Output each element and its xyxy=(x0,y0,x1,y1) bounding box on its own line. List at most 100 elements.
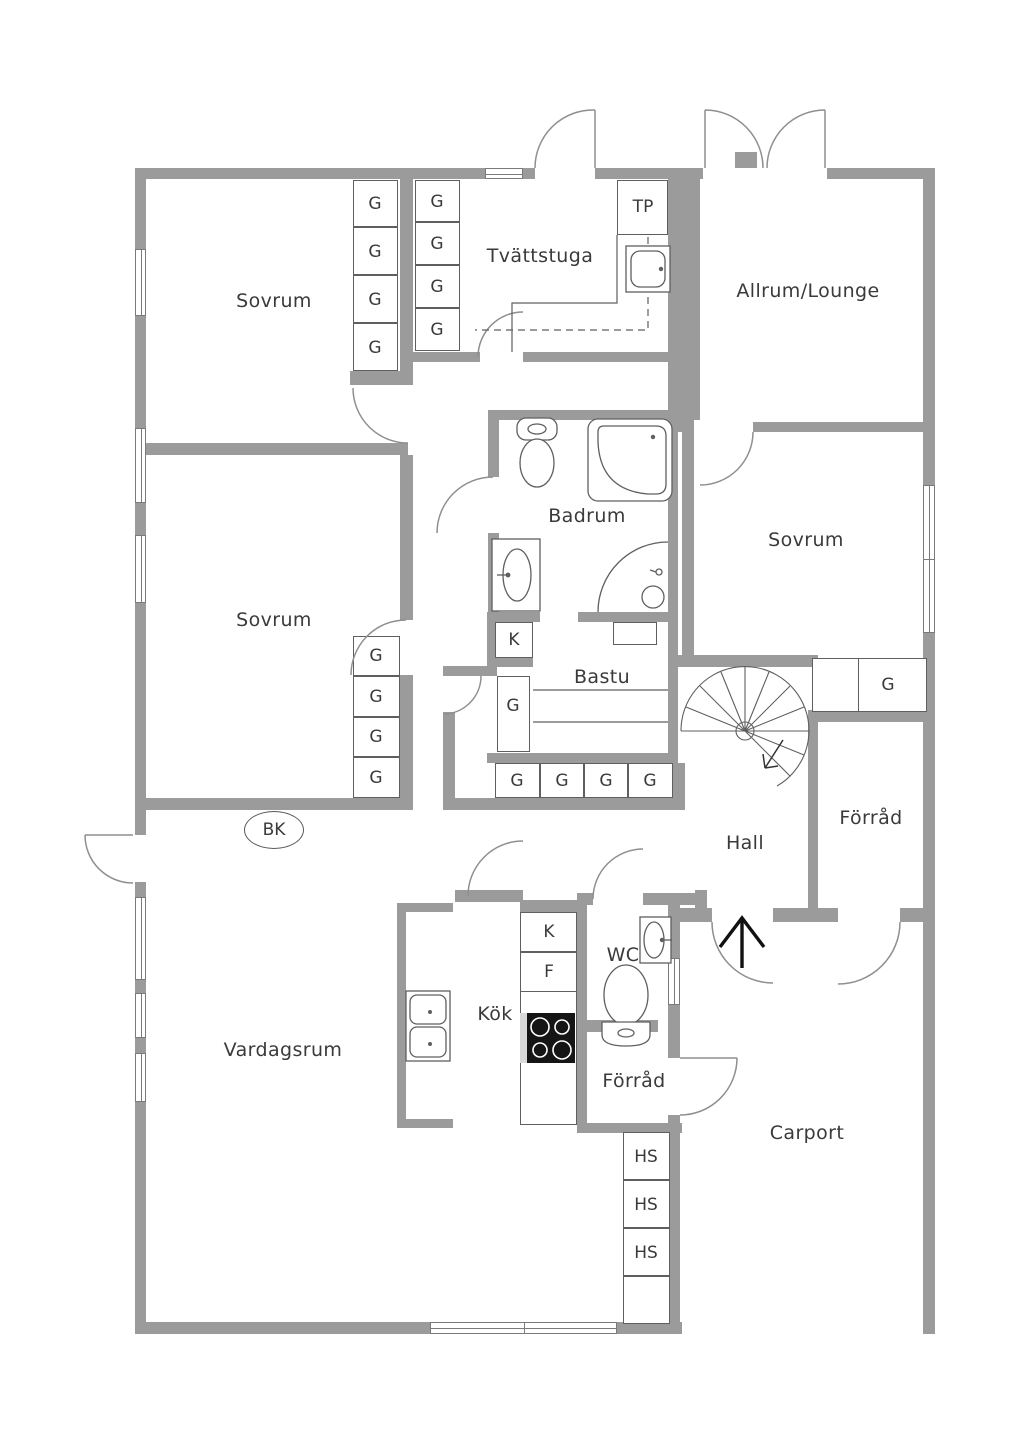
door-arc xyxy=(699,431,754,486)
room-label-forrad-ne: Förråd xyxy=(839,807,903,829)
door-arc xyxy=(352,387,409,444)
island-sink xyxy=(405,990,451,1062)
room-label-sovrum-e: Sovrum xyxy=(768,529,844,551)
kitchen-island-wall xyxy=(397,903,453,912)
door-arc xyxy=(766,109,826,169)
wall xyxy=(413,352,480,362)
wall xyxy=(135,980,146,993)
kitchen-counter-wall xyxy=(520,900,577,912)
tumble-dryer-cabinet xyxy=(617,180,668,235)
wardrobe-cabinet xyxy=(497,676,530,752)
window xyxy=(135,535,146,603)
room-label-carport: Carport xyxy=(769,1122,845,1144)
hs-cabinet xyxy=(623,1228,670,1276)
wardrobe-cabinet xyxy=(415,308,460,351)
wall xyxy=(668,420,694,432)
hs-cabinet xyxy=(623,1132,670,1180)
door-arcs xyxy=(84,109,901,1116)
wardrobe-cabinet xyxy=(353,275,398,323)
door-arc xyxy=(837,921,901,985)
window xyxy=(135,428,146,503)
wall xyxy=(668,168,700,420)
wall xyxy=(135,1038,146,1053)
room-label-bastu: Bastu xyxy=(573,666,631,688)
wardrobe-label: G xyxy=(368,194,382,214)
wall xyxy=(923,168,935,485)
wall xyxy=(578,612,678,622)
wardrobe-cabinet xyxy=(415,265,460,308)
room-label-vardagsrum: Vardagsrum xyxy=(223,1039,343,1061)
hs-cabinet xyxy=(623,1180,670,1228)
spiral-staircase xyxy=(680,666,810,787)
wall xyxy=(668,1005,680,1058)
toilet xyxy=(516,417,558,488)
wall xyxy=(923,633,935,1334)
room-label-wc: WC xyxy=(606,944,640,966)
wall xyxy=(135,603,146,835)
wall xyxy=(135,168,146,249)
cleaning-cabinet-label: K xyxy=(508,630,520,650)
wall xyxy=(808,722,818,908)
wall xyxy=(487,658,533,667)
wall xyxy=(443,712,455,798)
door-arc xyxy=(84,834,134,884)
wardrobe-label: G xyxy=(430,234,444,254)
hs-cabinet-label: HS xyxy=(634,1147,658,1167)
freezer-cabinet xyxy=(520,952,577,992)
room-label-sovrum-w: Sovrum xyxy=(236,609,312,631)
wardrobe-label: G xyxy=(430,320,444,340)
hs-cabinet-label: HS xyxy=(634,1195,658,1215)
wc-sink xyxy=(639,916,672,964)
door-arc xyxy=(477,311,524,358)
wardrobe-label: G xyxy=(599,771,613,791)
wall xyxy=(682,430,694,667)
wall xyxy=(487,622,495,658)
door-arc xyxy=(592,848,644,900)
wardrobe-label: G xyxy=(430,192,444,212)
wardrobe-label: G xyxy=(369,768,383,788)
door-arc xyxy=(679,1057,738,1116)
wardrobe-cabinet xyxy=(540,763,584,798)
wall xyxy=(135,316,146,428)
door-arc xyxy=(704,109,764,169)
fireplace-label: BK xyxy=(262,820,286,840)
room-label-badrum: Badrum xyxy=(548,505,626,527)
door-arc xyxy=(350,619,407,676)
hs-cabinet-label: HS xyxy=(634,1243,658,1263)
wardrobe-label: G xyxy=(368,242,382,262)
wall xyxy=(808,710,935,722)
wardrobe-label: G xyxy=(368,338,382,358)
room-label-allrum: Allrum/Lounge xyxy=(736,280,880,302)
wall xyxy=(400,455,413,620)
room-label-tvattstuga: Tvättstuga xyxy=(486,245,594,267)
sauna-benches xyxy=(533,689,668,723)
fridge-cabinet xyxy=(520,912,577,952)
wall xyxy=(595,168,703,179)
door-arc xyxy=(534,109,596,169)
wardrobe-cabinet xyxy=(495,763,540,798)
wardrobe-cabinet xyxy=(353,323,398,371)
wardrobe-label: G xyxy=(368,290,382,310)
door-arc xyxy=(436,476,494,534)
door-arc xyxy=(467,840,524,897)
chimney-stub xyxy=(735,152,757,168)
fireplace-marker xyxy=(244,811,304,849)
wardrobe-cabinet xyxy=(353,227,398,275)
wall xyxy=(400,675,413,810)
wardrobe-label: G xyxy=(430,277,444,297)
freezer-label: F xyxy=(544,962,554,982)
wall xyxy=(443,666,497,676)
window xyxy=(485,168,523,179)
wall xyxy=(488,410,695,420)
wall xyxy=(135,443,408,455)
kitchen-island-wall xyxy=(397,903,406,1128)
bathroom-sink xyxy=(491,538,541,612)
wc-toilet xyxy=(601,964,651,1047)
wall xyxy=(753,422,923,432)
wall xyxy=(488,420,499,477)
wall xyxy=(135,503,146,535)
sauna-heater xyxy=(613,622,657,645)
laundry-sink xyxy=(625,245,671,293)
